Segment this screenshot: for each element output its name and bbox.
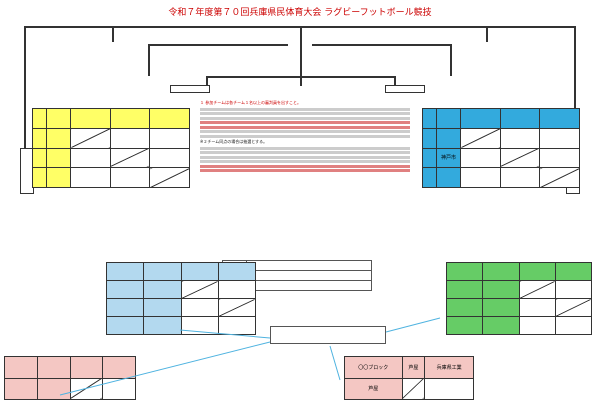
cr-r3-3 [554,316,593,335]
slot-left-a [170,85,210,93]
cl-r3-2 [180,316,219,335]
page-title: 令和７年度第７０回兵庫県民体育大会 ラグビーフットボール競技 [168,8,432,18]
notes-blob [200,107,410,111]
cr-r2-1 [482,298,520,317]
right-pool-r3-rank [422,167,437,188]
left-pool-r2-rank [32,147,47,169]
cl-r2-0 [105,298,145,317]
notes-blob [200,155,410,159]
callout-box [270,326,386,344]
center-right-pool [445,262,593,335]
left-pool-r2-diag [109,147,151,169]
cr-r3-1 [482,316,520,335]
right-pool-r3-diag [539,167,580,188]
notes-blob [200,130,410,133]
right-pool-r2-diag [499,147,541,169]
slot-right-a [385,85,425,93]
left-pool-r2-c3 [149,147,190,169]
semifinal-left-line [148,44,288,76]
cl-head-0 [105,262,145,281]
notes-blob [200,151,410,154]
notes-blob [200,125,410,129]
cr-r1-diag [518,280,556,299]
cl-r3-0 [105,316,145,335]
rules-notes: １ 参加チームは各チーム１名以上の審判員を出すこと。 ※２チーム同点の場合は抽選… [200,100,410,248]
br-r1-team: 芦屋 [344,377,403,400]
notes-blob [200,169,410,172]
arrow-right-top [385,317,441,333]
notes-blob [200,164,410,168]
notes-blob [200,116,410,120]
left-bracket-line [24,26,114,150]
left-pool-r3-team [46,167,71,188]
notes-blob [200,121,410,124]
cl-r3-1 [143,316,182,335]
cr-r3-0 [445,316,484,335]
left-pool-r3-diag [149,167,190,188]
notes-blob [200,112,410,115]
cl-r1-3 [217,280,257,299]
cl-r3-3 [217,316,257,335]
center-bracket-line [206,76,396,86]
right-pool-r3-team [436,167,461,188]
right-pool-head-corner [436,108,461,129]
cl-head-3 [217,262,257,281]
right-pool-r3-c1 [460,167,501,188]
right-bracket-line [488,26,576,150]
left-pool-head-2 [109,108,151,129]
cl-head-2 [180,262,219,281]
cr-r2-2 [518,298,556,317]
cl-r2-diag [217,298,257,317]
cr-r1-3 [554,280,593,299]
arrow-right-bottom [329,345,341,381]
arrow-left-bottom [59,341,271,396]
right-pool-r1-c3 [539,127,580,149]
right-pool-table: 神戸市 [422,108,580,188]
left-pool-r1-team [46,127,71,149]
cr-head-3 [554,262,593,281]
left-pool-table [32,108,190,188]
right-pool-head-3 [539,108,580,129]
left-pool-head-3 [149,108,190,129]
final-stem [300,26,302,86]
bl-r1-3 [102,377,136,400]
br-r1-2 [424,377,474,400]
bottom-right-pool: 〇〇ブロック芦屋兵庫県工業 芦屋 [344,356,474,400]
right-pool-r1-diag [460,127,501,149]
cl-head-1 [143,262,182,281]
bl-head-3 [102,356,136,379]
left-pool-r3-c1 [70,167,111,188]
notes-blob [200,160,410,163]
bl-r1-0 [4,377,38,400]
right-pool-r2-rank [422,147,437,169]
cl-r1-diag [180,280,219,299]
semifinal-right-line [312,44,452,76]
cl-r1-1 [143,280,182,299]
arrow-left-top [179,329,271,339]
notes-blob [200,146,410,150]
left-pool-r1-diag [70,127,111,149]
left-pool-r3-rank [32,167,47,188]
notes-middle-heading: ※２チーム同点の場合は抽選とする。 [200,139,268,144]
cr-head-2 [518,262,556,281]
left-pool-r1-c3 [149,127,190,149]
right-pool-head-1 [460,108,501,129]
notes-red-heading: １ 参加チームは各チーム１名以上の審判員を出すこと。 [200,100,302,105]
br-r1-diag [401,377,426,400]
cr-r3-2 [518,316,556,335]
left-pool-head-rank [32,108,47,129]
left-pool-r3-c2 [109,167,151,188]
bl-head-2 [69,356,104,379]
notes-blob [200,134,410,138]
right-pool-r3-c2 [499,167,541,188]
center-left-pool [105,262,257,335]
bl-head-0 [4,356,38,379]
